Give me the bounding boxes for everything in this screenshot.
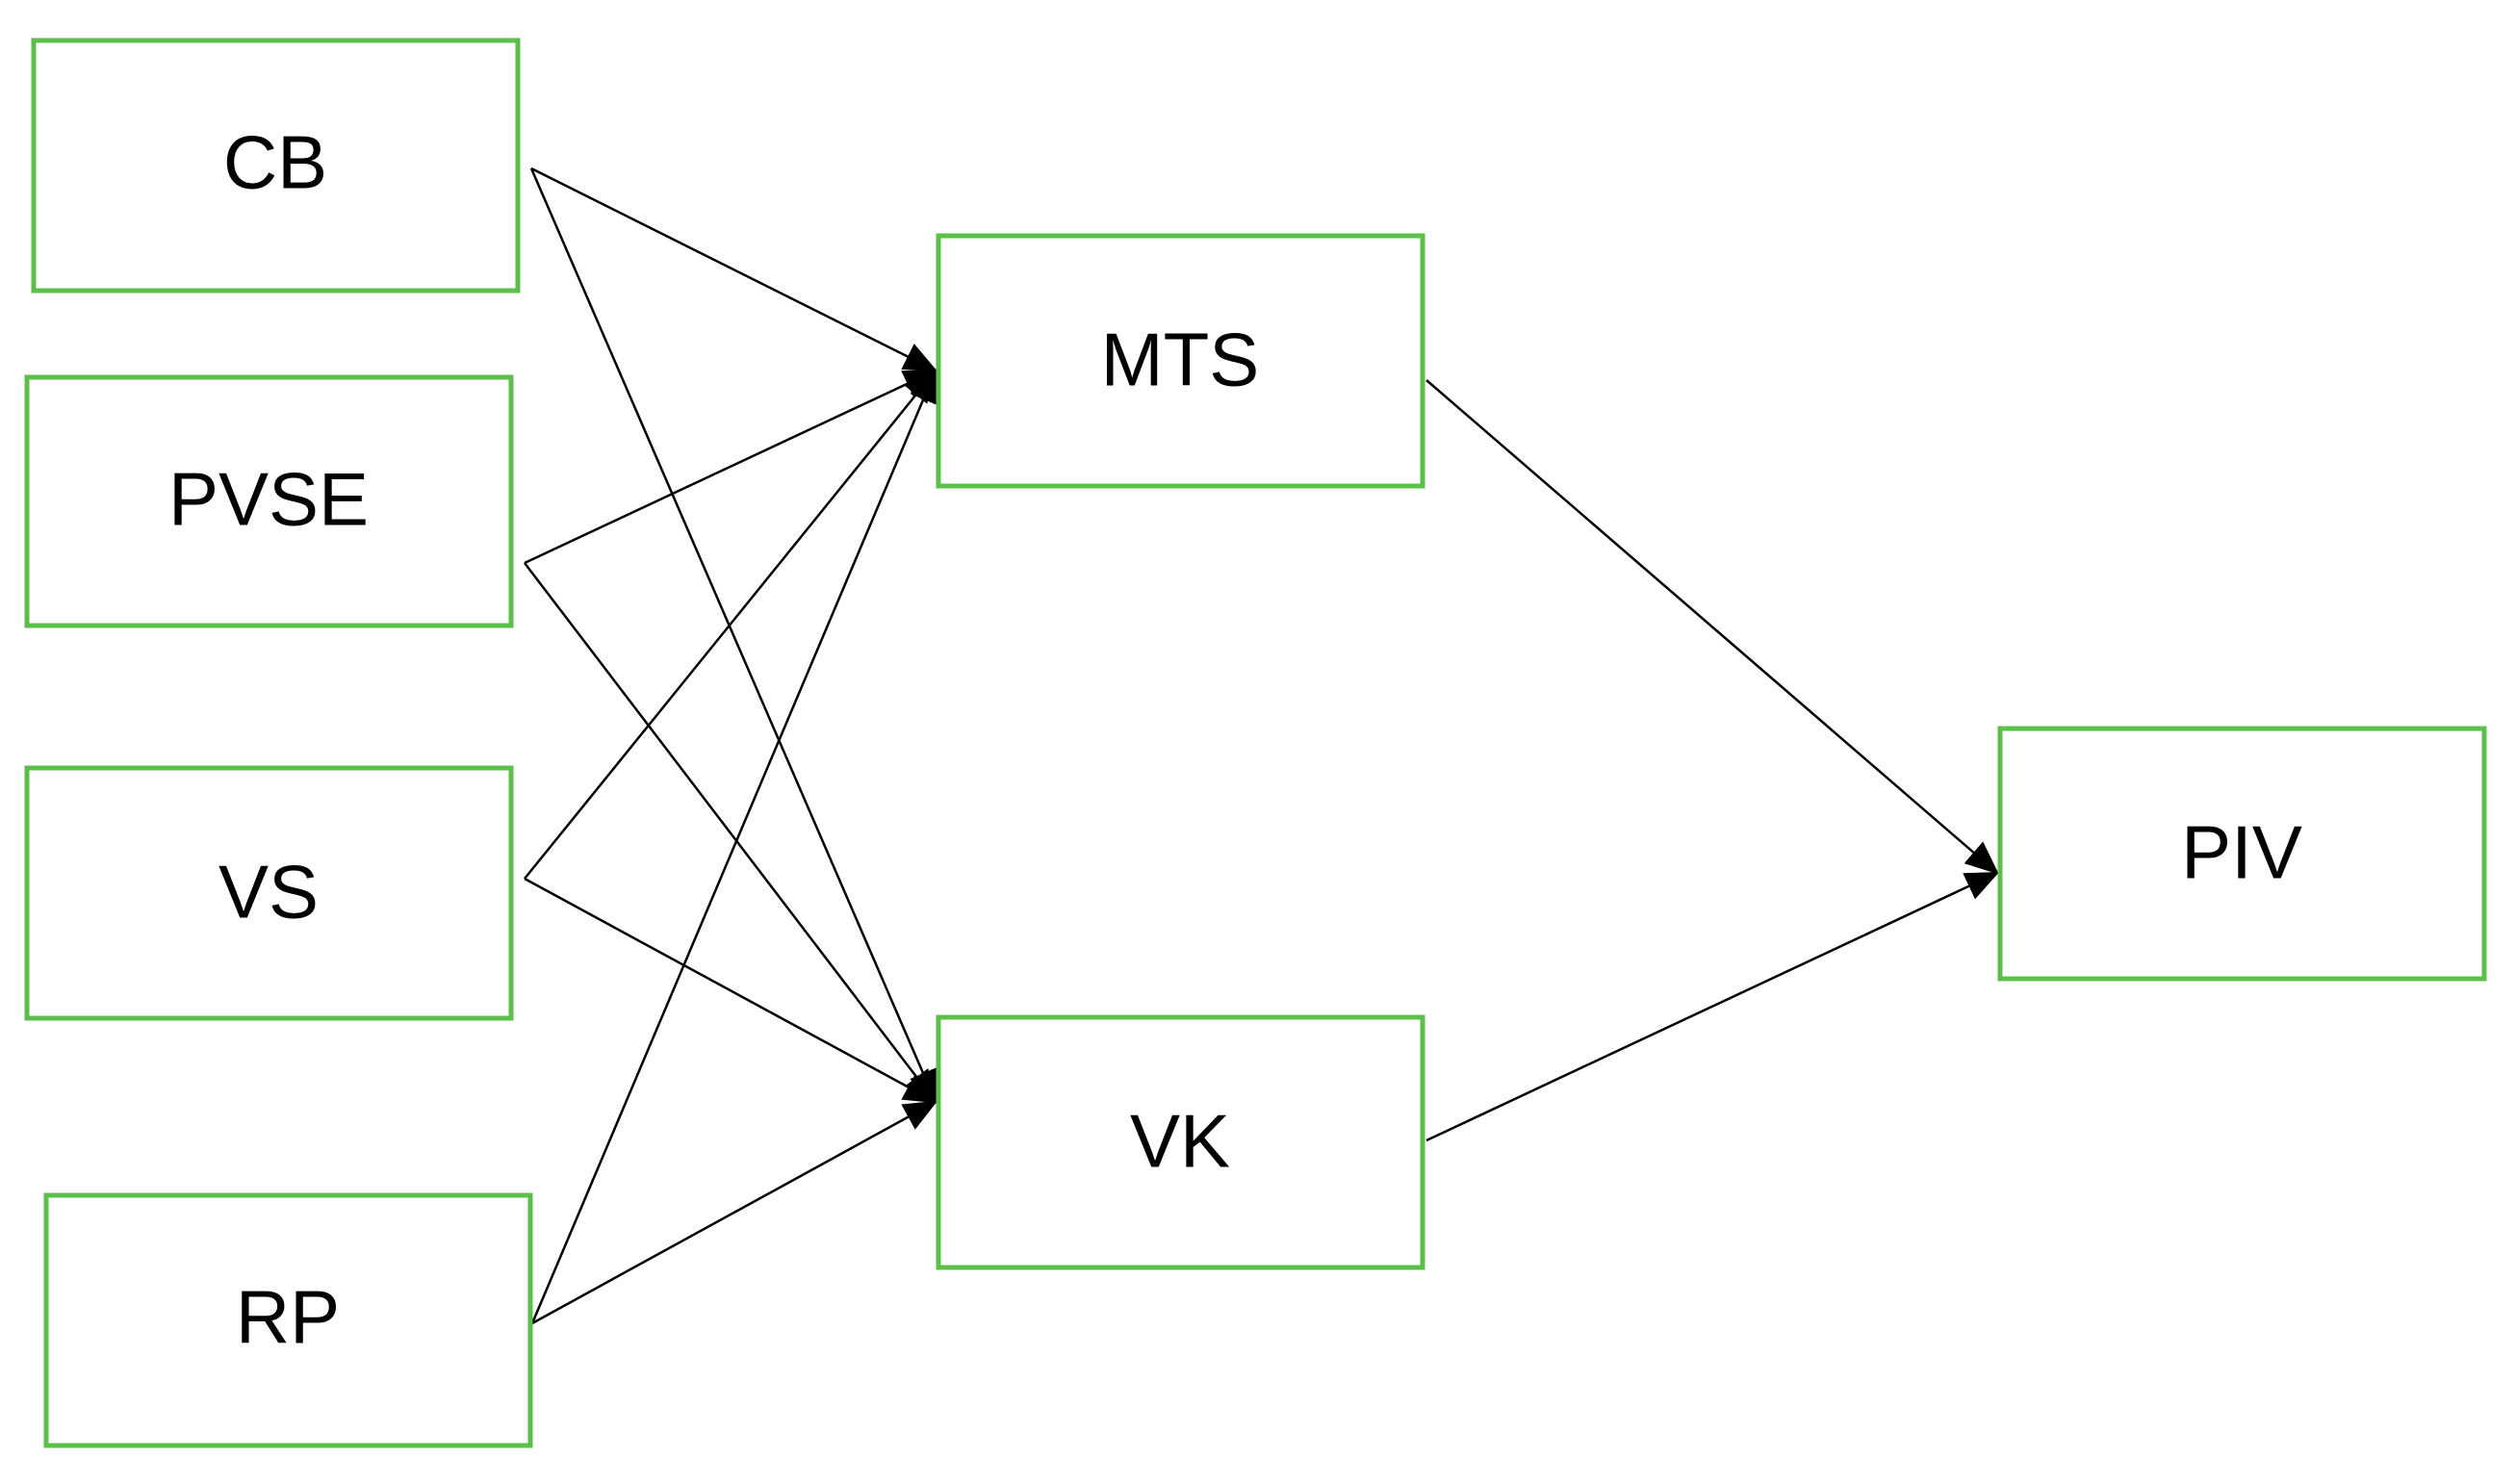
arrow-vs-to-vk	[524, 877, 938, 1104]
arrow-rp-to-vk	[531, 1100, 938, 1325]
arrow-vk-to-piv	[1425, 871, 2000, 1142]
node-rp-label: RP	[236, 1275, 340, 1360]
node-vk-box	[936, 1014, 1425, 1270]
arrow-rp-to-mts	[530, 368, 937, 1324]
node-pvse-label: PVSE	[168, 457, 369, 542]
node-rp[interactable]: RP	[43, 1192, 533, 1448]
node-piv-label: PIV	[2181, 810, 2302, 895]
node-pvse-box	[24, 374, 514, 628]
arrow-cb-to-vk	[529, 167, 937, 1105]
node-pvse[interactable]: PVSE	[24, 374, 514, 628]
edges-layer	[524, 166, 2000, 1325]
node-piv-box	[1997, 726, 2487, 982]
node-piv[interactable]: PIV	[1997, 726, 2487, 982]
arrow-vs-to-mts	[524, 369, 937, 880]
arrow-pvse-to-mts	[524, 369, 938, 565]
node-mts-box	[936, 233, 1425, 489]
node-vs-label: VS	[218, 850, 319, 934]
node-cb-label: CB	[223, 120, 327, 205]
node-rp-box	[43, 1192, 533, 1448]
node-mts-label: MTS	[1101, 318, 1260, 402]
node-cb-box	[31, 38, 521, 294]
arrow-cb-to-mts	[530, 166, 938, 372]
node-mts[interactable]: MTS	[936, 233, 1425, 489]
node-vk-label: VK	[1130, 1099, 1230, 1184]
arrow-mts-to-piv	[1425, 379, 1999, 875]
node-vk[interactable]: VK	[936, 1014, 1425, 1270]
arrow-pvse-to-vk	[524, 562, 937, 1104]
node-vs[interactable]: VS	[24, 765, 514, 1021]
node-cb[interactable]: CB	[31, 38, 521, 294]
node-vs-box	[24, 765, 514, 1021]
